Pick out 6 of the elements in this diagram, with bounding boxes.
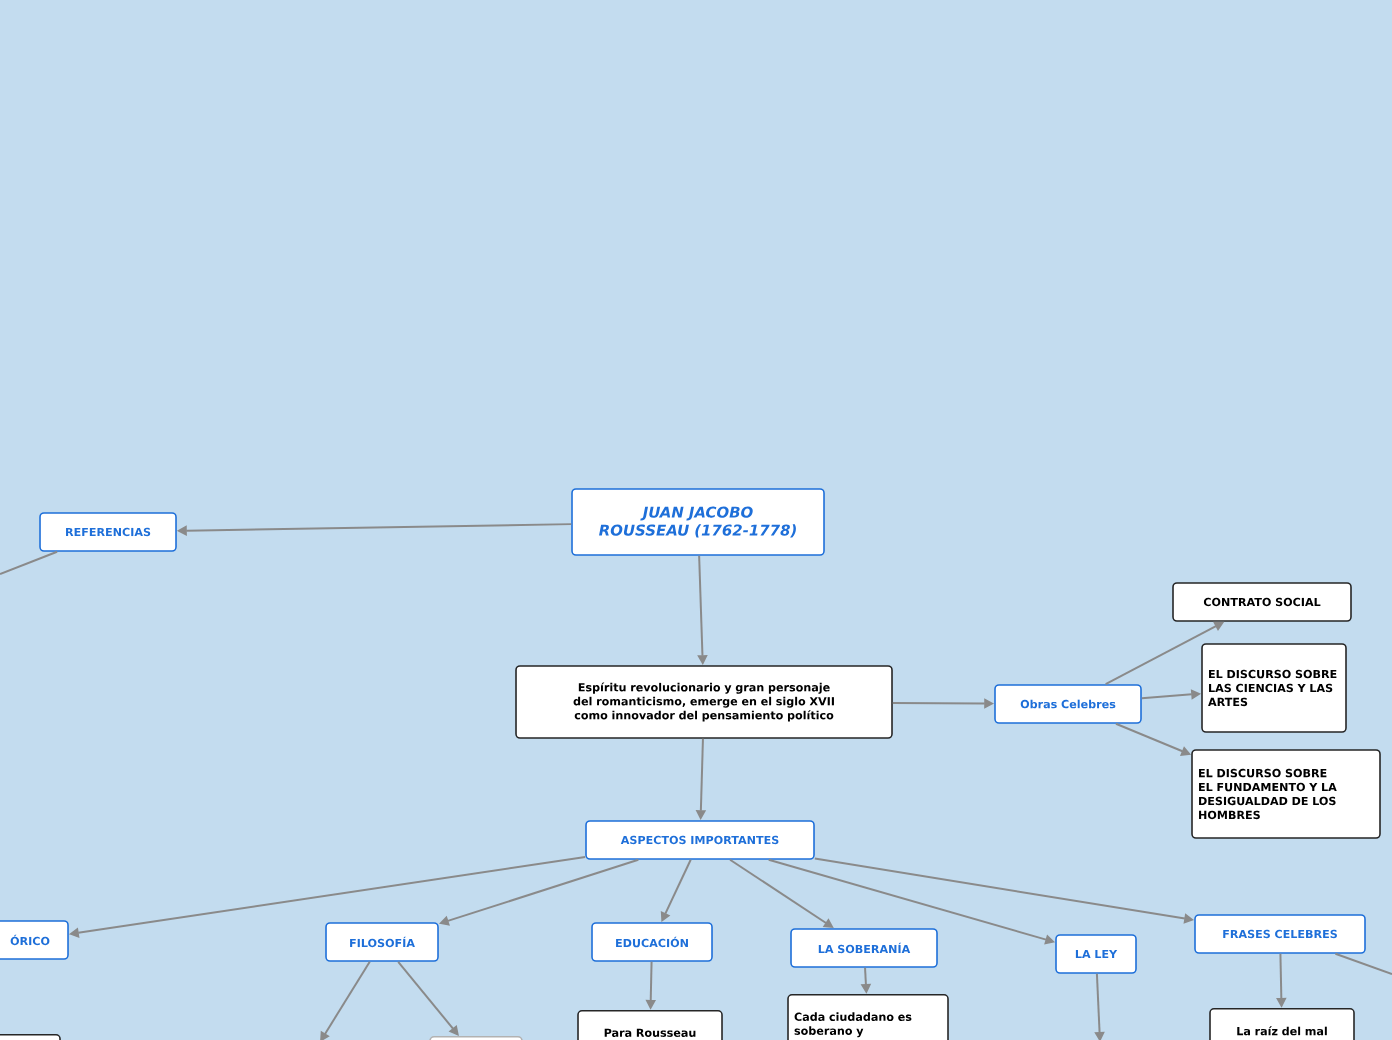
arrow xyxy=(397,960,459,1036)
arrow xyxy=(320,960,371,1040)
arrow xyxy=(1094,972,1105,1040)
connector-line xyxy=(0,550,59,575)
box xyxy=(0,1034,61,1040)
connector-line xyxy=(1334,952,1392,975)
